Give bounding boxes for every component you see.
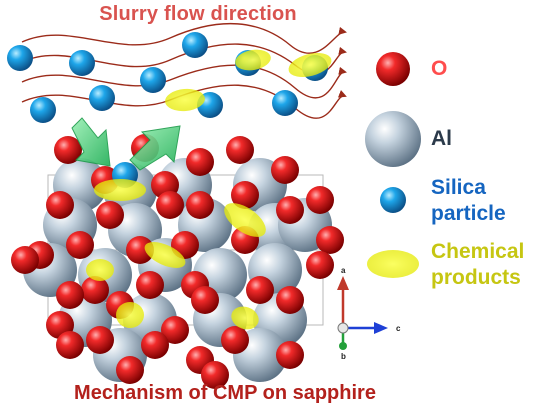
legend-label-chemical-line2: products (431, 266, 521, 289)
oxygen-atom-10 (96, 201, 124, 229)
axis-label-b: b (341, 352, 346, 361)
green-arrow-up (129, 125, 181, 171)
chemical-product-cloud-3 (94, 179, 146, 201)
oxygen-atom-31 (221, 326, 249, 354)
oxygen-atom-35 (56, 331, 84, 359)
legend-label-silica-line2: particle (431, 202, 506, 225)
oxygen-atom-icon (376, 52, 410, 86)
oxygen-atom-18 (316, 226, 344, 254)
silica-particle-icon (380, 187, 406, 213)
particle-motion-arrows (71, 117, 181, 171)
crystal-axes-indicator (337, 276, 388, 350)
crystal-atoms (11, 134, 344, 389)
oxygen-atom-33 (86, 326, 114, 354)
oxygen-atom-34 (141, 331, 169, 359)
axis-label-c: c (396, 324, 401, 333)
oxygen-atom-11 (156, 191, 184, 219)
silica-particle-2 (182, 32, 208, 58)
oxygen-atom-25 (306, 251, 334, 279)
oxygen-atom-30 (276, 286, 304, 314)
oxygen-atom-9 (46, 191, 74, 219)
chemical-product-cloud-1 (288, 52, 332, 78)
silica-particle-7 (89, 85, 115, 111)
chemical-product-cloud-6 (86, 259, 114, 281)
oxygen-atom-21 (81, 276, 109, 304)
oxygen-atom-3 (226, 136, 254, 164)
oxygen-atom-0 (54, 136, 82, 164)
legend-label-chemical-line1: Chemical (431, 240, 525, 263)
oxygen-atom-4 (271, 156, 299, 184)
silica-particle-9 (272, 90, 298, 116)
oxygen-atom-22 (136, 271, 164, 299)
chemical-product-cloud-2 (165, 88, 205, 112)
oxygen-atom-15 (126, 236, 154, 264)
chemical-product-cloud-4 (224, 203, 266, 237)
chemical-product-cloud-5 (144, 242, 186, 268)
silica-particle-0 (7, 45, 33, 71)
legend-label-aluminum: Al (431, 127, 452, 150)
oxygen-atom-7 (231, 181, 259, 209)
oxygen-atom-39 (201, 361, 229, 389)
oxygen-atom-12 (276, 196, 304, 224)
chemical-product-cloud-7 (116, 302, 144, 328)
oxygen-atom-24 (246, 276, 274, 304)
figure-caption: Mechanism of CMP on sapphire (74, 382, 376, 404)
aluminum-atom-icon (365, 111, 421, 167)
oxygen-atom-13 (186, 191, 214, 219)
flow-line-1 (21, 22, 347, 54)
oxygen-atom-38 (116, 356, 144, 384)
slurry-flow-title: Slurry flow direction (99, 3, 297, 25)
green-arrow-down (71, 117, 111, 167)
flow-line-4 (21, 84, 347, 119)
oxygen-atom-29 (191, 286, 219, 314)
legend-label-silica-line1: Silica (431, 176, 486, 199)
oxygen-atom-37 (276, 341, 304, 369)
chemical-product-cloud-8 (231, 306, 259, 330)
oxygen-atom-14 (66, 231, 94, 259)
oxygen-atom-32 (161, 316, 189, 344)
silica-particle-5 (140, 67, 166, 93)
legend-icons (365, 52, 421, 278)
chemical-product-cloud-0 (235, 49, 271, 71)
chemical-product-clouds (86, 49, 332, 330)
legend-label-oxygen: O (431, 57, 448, 80)
chemical-product-icon (367, 250, 419, 278)
oxygen-atom-2 (186, 148, 214, 176)
silica-particle-6 (30, 97, 56, 123)
axis-label-a: a (341, 266, 346, 275)
oxygen-atom-20 (11, 246, 39, 274)
oxygen-atom-26 (56, 281, 84, 309)
oxygen-atom-8 (306, 186, 334, 214)
flow-line-3 (21, 64, 347, 99)
silica-particle-1 (69, 50, 95, 76)
